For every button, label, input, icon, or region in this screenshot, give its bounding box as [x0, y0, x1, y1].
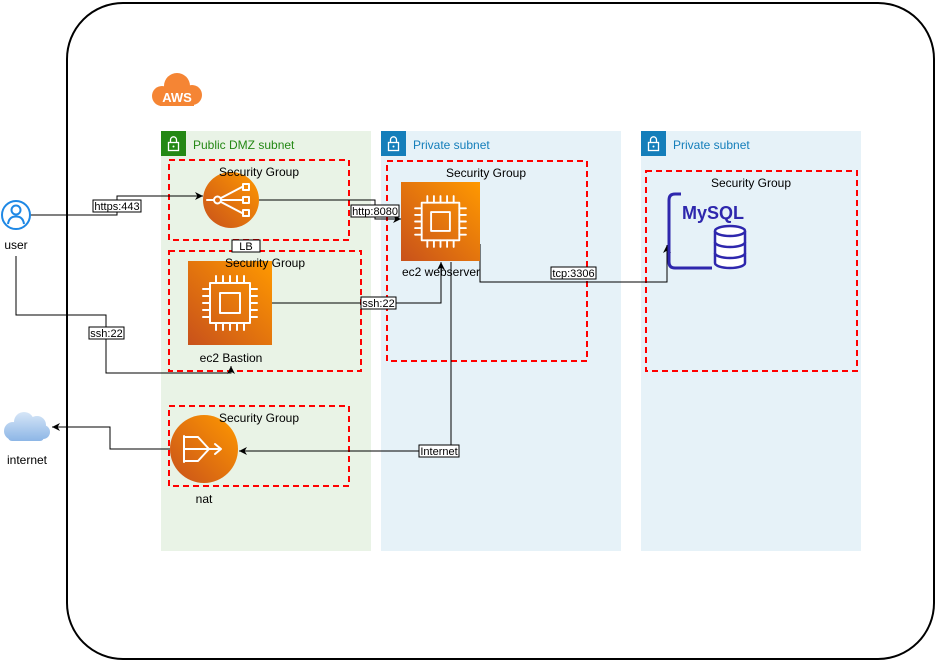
subnet-private-db: Private subnet	[641, 131, 861, 551]
edge-webserver-to-database	[479, 244, 671, 283]
edge-label-user-to-bastion: ssh:22	[88, 326, 125, 340]
security-group-webserver-label: Security Group	[446, 166, 526, 180]
edge-label-user-to-lb: https:443	[92, 199, 142, 213]
nat-gateway-icon	[170, 415, 238, 483]
security-group-nat-label: Security Group	[219, 411, 299, 425]
edge-label-webserver-to-nat: Internet	[418, 444, 460, 458]
security-group-bastion-label: Security Group	[225, 256, 305, 270]
ec2-webserver-label: ec2 webserver	[402, 265, 480, 279]
ec2-bastion-icon	[188, 261, 272, 345]
edge-label-lb-to-webserver-text: http:8080	[352, 206, 398, 218]
edge-nat-to-internet	[52, 423, 170, 450]
edge-label-webserver-to-nat-text: Internet	[420, 446, 457, 458]
subnet-public-title: Public DMZ subnet	[193, 138, 295, 152]
aws-logo-icon: AWS	[152, 73, 202, 106]
security-group-webserver	[386, 160, 588, 362]
subnet-private-db-lock-icon	[641, 131, 666, 156]
load-balancer-label-box	[231, 239, 261, 253]
subnet-public-lock-icon	[161, 131, 186, 156]
edge-bastion-to-webserver	[272, 262, 445, 304]
load-balancer-label: LB	[239, 241, 252, 253]
edge-label-lb-to-webserver: http:8080	[350, 204, 400, 218]
edge-label-bastion-to-webserver-text: ssh:22	[362, 298, 394, 310]
nat-label: nat	[196, 492, 213, 506]
edge-user-to-bastion	[15, 256, 235, 374]
security-group-database	[645, 170, 858, 372]
security-group-lb-label: Security Group	[219, 165, 299, 179]
security-group-database-label: Security Group	[711, 176, 791, 190]
ec2-webserver-icon	[401, 182, 480, 261]
subnet-private-web-title: Private subnet	[413, 138, 490, 152]
internet-label: internet	[7, 453, 48, 467]
user-icon	[1, 200, 31, 230]
edge-label-webserver-to-database-text: tcp:3306	[552, 268, 594, 280]
subnet-private-db-title: Private subnet	[673, 138, 750, 152]
ec2-bastion-label: ec2 Bastion	[200, 351, 263, 365]
edge-label-webserver-to-database: tcp:3306	[550, 266, 597, 280]
aws-cloud-boundary	[66, 2, 935, 660]
security-group-nat	[168, 405, 350, 487]
edge-label-user-to-bastion-text: ssh:22	[90, 328, 122, 340]
subnet-private-web-lock-icon	[381, 131, 406, 156]
mysql-label: MySQL	[682, 203, 744, 223]
load-balancer-icon	[203, 172, 259, 228]
security-group-bastion	[168, 250, 362, 372]
mysql-database-icon: MySQL	[667, 192, 747, 270]
edge-label-bastion-to-webserver: ssh:22	[360, 296, 397, 310]
edge-label-user-to-lb-text: https:443	[94, 201, 139, 213]
internet-cloud-icon	[4, 412, 50, 441]
aws-logo-text: AWS	[162, 90, 192, 105]
database-cylinder-icon	[713, 224, 747, 270]
user-label: user	[4, 238, 27, 252]
